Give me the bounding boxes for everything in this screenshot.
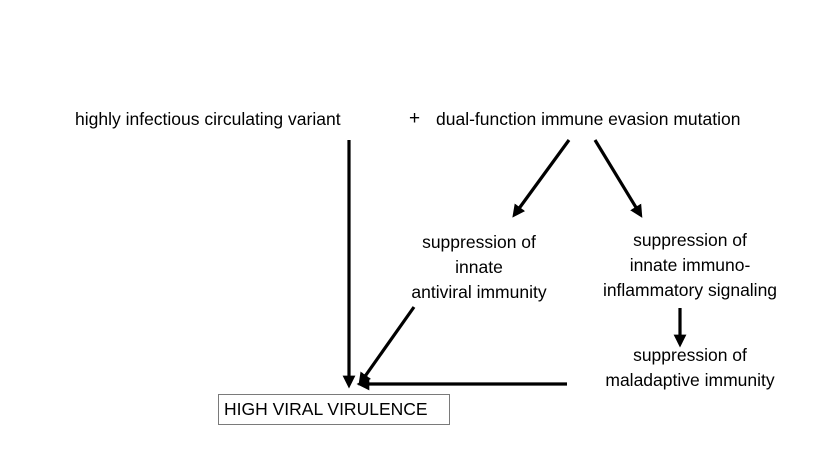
antiviral-line-3: antiviral immunity — [411, 282, 547, 302]
outcome-label: HIGH VIRAL VIRULENCE — [224, 399, 428, 419]
inflammatory-line-1: suppression of — [633, 230, 747, 250]
antiviral-line-1: suppression of — [422, 232, 536, 252]
arrow-antiviral-to-virulence — [358, 306, 416, 386]
plus-sign: + — [409, 108, 421, 129]
maladaptive-line-1: suppression of — [633, 345, 747, 365]
maladaptive-suppression-label: suppression of maladaptive immunity — [583, 343, 797, 393]
outcome-box — [218, 394, 450, 425]
mutation-label: dual-function immune evasion mutation — [436, 109, 741, 129]
inflammatory-suppression-label: suppression of innate immuno- inflammato… — [583, 228, 797, 303]
inflammatory-line-2: innate immuno- — [629, 255, 751, 275]
arrow-mutation-to-antiviral — [512, 139, 571, 218]
arrow-mutation-to-inflammatory — [593, 139, 643, 218]
variant-label: highly infectious circulating variant — [75, 109, 341, 129]
maladaptive-line-2: maladaptive immunity — [605, 370, 775, 390]
antiviral-line-2: innate — [455, 257, 503, 277]
inflammatory-line-3: inflammatory signaling — [602, 280, 778, 300]
antiviral-suppression-label: suppression of innate antiviral immunity — [374, 230, 584, 305]
